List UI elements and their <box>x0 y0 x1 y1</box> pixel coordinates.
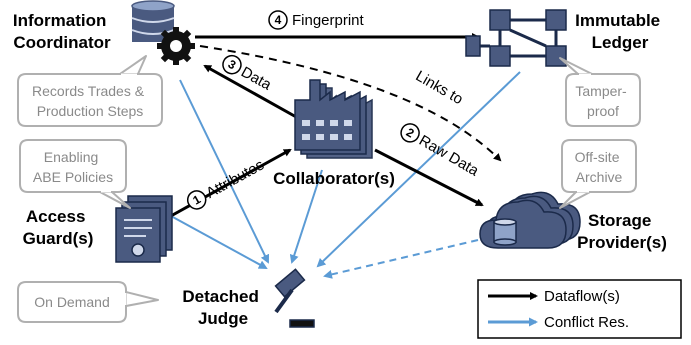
information-coordinator-label: Information Coordinator <box>13 11 111 52</box>
svg-text:Data: Data <box>238 64 275 95</box>
svg-text:Enabling ABE Policies: Enabling ABE Policies <box>33 149 113 185</box>
abe-bubble: Enabling ABE Policies <box>19 139 131 209</box>
factory-icon <box>294 79 373 159</box>
conflict-line-storage-judge <box>323 239 479 279</box>
conflict-line-ledger-judge <box>316 71 521 268</box>
svg-text:Tamper- proof: Tamper- proof <box>575 83 630 119</box>
blockchain-icon <box>465 9 567 67</box>
svg-text:Conflict Res.: Conflict Res. <box>544 314 629 331</box>
svg-text:Records Trades & Product: Records Trades & Production Steps <box>32 83 148 119</box>
database-gear-icon <box>131 0 195 65</box>
data-edge-label: 3 Data <box>222 54 275 95</box>
legend-dataflow: Dataflow(s) <box>488 288 620 305</box>
on-demand-bubble: On Demand <box>17 281 159 323</box>
collaborator-label: Collaborator(s) <box>273 169 395 188</box>
certificate-icon <box>115 195 173 263</box>
conflict-line-guard-judge <box>159 209 268 269</box>
records-bubble: Records Trades & Production Steps <box>17 55 163 127</box>
conflict-line-collab-judge <box>289 169 323 264</box>
legend: Dataflow(s) Conflict Res. <box>477 279 682 339</box>
conflict-lines <box>159 71 521 279</box>
fingerprint-edge-label: 4 Fingerprint <box>268 10 365 30</box>
dataflow-lines <box>159 33 502 224</box>
links-to-edge-label: Links to <box>413 68 466 109</box>
svg-text:On Demand: On Demand <box>34 294 109 310</box>
conflict-line-coordinator-judge <box>179 79 270 264</box>
offsite-bubble: Off-site Archive <box>559 139 637 209</box>
immutable-ledger-label: Immutable Ledger <box>575 11 665 52</box>
links-to-arrow <box>199 45 502 162</box>
data-arrow <box>203 64 299 120</box>
raw-data-edge-label: 2 Raw Data <box>400 123 482 180</box>
cloud-storage-icon <box>479 191 581 249</box>
svg-text:Off-site Archive: Off-site Archive <box>575 149 624 185</box>
tamper-bubble: Tamper- proof <box>559 57 641 127</box>
attributes-edge-label: 1 Attributes <box>186 156 267 210</box>
storage-provider-label: Storage Provider(s) <box>577 211 667 252</box>
legend-conflict: Conflict Res. <box>488 314 629 331</box>
detached-judge-label: Detached Judge <box>182 287 263 328</box>
attributes-arrow <box>159 148 292 224</box>
svg-text:4: 4 <box>275 13 282 27</box>
svg-text:Fingerprint: Fingerprint <box>292 12 365 29</box>
access-guard-label: Access Guard(s) <box>23 207 94 248</box>
raw-data-arrow <box>374 148 484 207</box>
gavel-icon <box>274 268 315 328</box>
svg-text:Dataflow(s): Dataflow(s) <box>544 288 620 305</box>
svg-text:Links to: Links to <box>413 68 466 109</box>
